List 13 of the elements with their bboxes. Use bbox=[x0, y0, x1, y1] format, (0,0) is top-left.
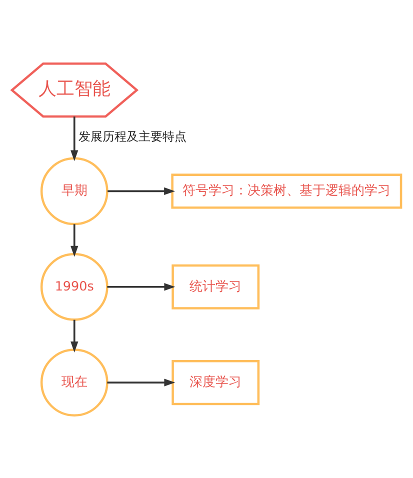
edge-label: 发展历程及主要特点 bbox=[78, 129, 186, 144]
node-circle: 早期 bbox=[40, 156, 108, 225]
arrow bbox=[70, 319, 78, 352]
node-circle: 1990s bbox=[40, 252, 108, 320]
node-circle: 现在 bbox=[40, 348, 108, 416]
node-box: 统计学习 bbox=[172, 264, 260, 309]
arrow bbox=[108, 186, 176, 195]
node-box: 符号学习：决策树、基于逻辑的学习 bbox=[171, 173, 402, 208]
arrow bbox=[107, 378, 176, 386]
arrow bbox=[107, 282, 176, 290]
arrow bbox=[70, 224, 78, 256]
arrow bbox=[70, 116, 78, 161]
node-box: 深度学习 bbox=[172, 360, 260, 405]
